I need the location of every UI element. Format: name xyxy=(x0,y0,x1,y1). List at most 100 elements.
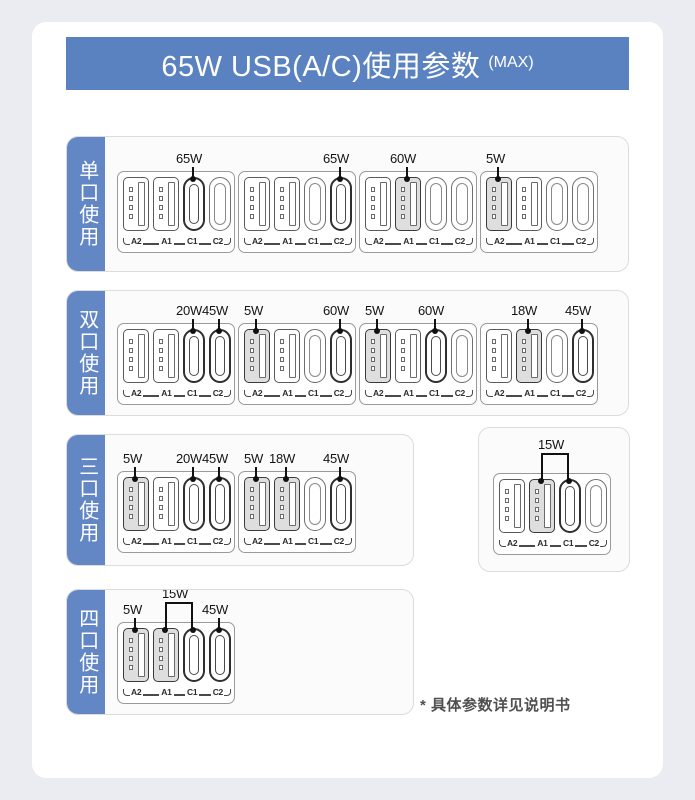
usb-c-port-c1[interactable] xyxy=(304,477,326,531)
usb-a-port-a2[interactable] xyxy=(499,479,525,533)
usb-a-port-a2-active[interactable] xyxy=(244,477,270,531)
usb-a-port-a2-active[interactable] xyxy=(365,329,391,383)
usb-a-port-a1-active[interactable] xyxy=(516,329,542,383)
legend-bracket-right xyxy=(224,537,231,545)
power-callout-5w: 5W xyxy=(365,303,385,318)
legend-dash-0 xyxy=(264,243,281,245)
usb-a-port-a1-active[interactable] xyxy=(274,477,300,531)
callout-dot xyxy=(525,328,531,334)
usb-c-port-c2[interactable] xyxy=(451,177,473,231)
callout-dot xyxy=(538,478,544,484)
page-title: 65W USB(A/C)使用参数 xyxy=(161,50,481,83)
port-legend-label-a2: A2 xyxy=(131,388,142,398)
usb-a-port-a1-active[interactable] xyxy=(529,479,555,533)
usb-c-port-c1-active[interactable] xyxy=(183,477,205,531)
section-tab-label-2: 三口使用 xyxy=(75,456,98,544)
usb-c-port-c1-active[interactable] xyxy=(559,479,581,533)
usb-a-port-a1[interactable] xyxy=(274,177,300,231)
port-row xyxy=(499,479,607,533)
usb-a-port-a2[interactable] xyxy=(123,177,149,231)
usb-a-port-a2[interactable] xyxy=(244,177,270,231)
port-row xyxy=(244,477,352,531)
usb-c-port-c2-active[interactable] xyxy=(330,329,352,383)
callout-dot xyxy=(190,176,196,182)
usb-c-port-c2[interactable] xyxy=(209,177,231,231)
usb-a-pins-icon xyxy=(128,638,133,670)
usb-a-port-a1[interactable] xyxy=(516,177,542,231)
usb-a-port-a2-active[interactable] xyxy=(244,329,270,383)
usb-c-port-c1[interactable] xyxy=(425,177,447,231)
usb-a-port-a1[interactable] xyxy=(153,329,179,383)
page-title-suffix: (MAX) xyxy=(488,53,534,71)
usb-a-port-a2[interactable] xyxy=(486,329,512,383)
usb-c-port-c1-active[interactable] xyxy=(183,177,205,231)
usb-c-port-c1[interactable] xyxy=(546,329,568,383)
legend-dash-0 xyxy=(385,243,402,245)
usb-a-port-a1[interactable] xyxy=(153,477,179,531)
usb-c-port-c1-active[interactable] xyxy=(425,329,447,383)
port-row xyxy=(244,329,352,383)
callout-leader-line xyxy=(375,319,379,331)
usb-a-port-a1-active[interactable] xyxy=(153,628,179,682)
usb-a-pins-icon xyxy=(249,187,254,219)
port-legend-label-c1: C1 xyxy=(308,236,319,246)
usb-a-pins-icon xyxy=(128,187,133,219)
usb-a-port-a1[interactable] xyxy=(153,177,179,231)
power-callout-5w: 5W xyxy=(486,151,506,166)
legend-bracket-right xyxy=(345,389,352,397)
legend-dash-1 xyxy=(173,243,185,245)
port-row xyxy=(486,177,594,231)
usb-c-port-c1[interactable] xyxy=(304,329,326,383)
usb-c-port-c2-active[interactable] xyxy=(209,628,231,682)
legend-dash-2 xyxy=(562,395,574,397)
usb-a-port-a2[interactable] xyxy=(123,329,149,383)
usb-a-pins-icon xyxy=(158,187,163,219)
usb-c-port-c1[interactable] xyxy=(304,177,326,231)
legend-dash-0 xyxy=(143,395,160,397)
callout-dot xyxy=(432,328,438,334)
usb-a-pins-icon xyxy=(279,339,284,371)
port-legend-label-c2: C2 xyxy=(575,388,587,398)
usb-c-port-c2[interactable] xyxy=(572,177,594,231)
usb-a-port-a2-active[interactable] xyxy=(486,177,512,231)
usb-c-port-c1-active[interactable] xyxy=(183,628,205,682)
section-tab-2: 三口使用 xyxy=(67,435,105,565)
port-legend-label-c2: C2 xyxy=(212,687,224,697)
power-callout-65w: 65W xyxy=(176,151,203,166)
legend-dash-1 xyxy=(173,395,185,397)
usb-a-port-a1-active[interactable] xyxy=(395,177,421,231)
usb-c-port-c1-active[interactable] xyxy=(183,329,205,383)
usb-a-port-a2-active[interactable] xyxy=(123,628,149,682)
usb-c-port-c2-active[interactable] xyxy=(572,329,594,383)
usb-a-port-a2[interactable] xyxy=(365,177,391,231)
legend-bracket-left xyxy=(486,237,493,245)
power-callout-5w: 5W xyxy=(244,451,264,466)
usb-c-port-c1[interactable] xyxy=(546,177,568,231)
usb-c-port-c2[interactable] xyxy=(451,329,473,383)
usb-a-port-a1[interactable] xyxy=(395,329,421,383)
power-callout-65w: 65W xyxy=(323,151,350,166)
section-tab-0: 单口使用 xyxy=(67,137,105,271)
callout-leader-line xyxy=(191,467,195,479)
usb-c-port-c2-active[interactable] xyxy=(330,477,352,531)
usb-a-port-a1[interactable] xyxy=(274,329,300,383)
port-legend-label-c2: C2 xyxy=(454,236,466,246)
usb-c-port-c2-active[interactable] xyxy=(209,477,231,531)
power-callout-18w: 18W xyxy=(511,303,538,318)
usb-a-port-a2-active[interactable] xyxy=(123,477,149,531)
usb-c-port-c2-active[interactable] xyxy=(330,177,352,231)
callout-leader-line xyxy=(191,319,195,331)
usb-c-port-c2-active[interactable] xyxy=(209,329,231,383)
usb-c-port-c2[interactable] xyxy=(585,479,607,533)
